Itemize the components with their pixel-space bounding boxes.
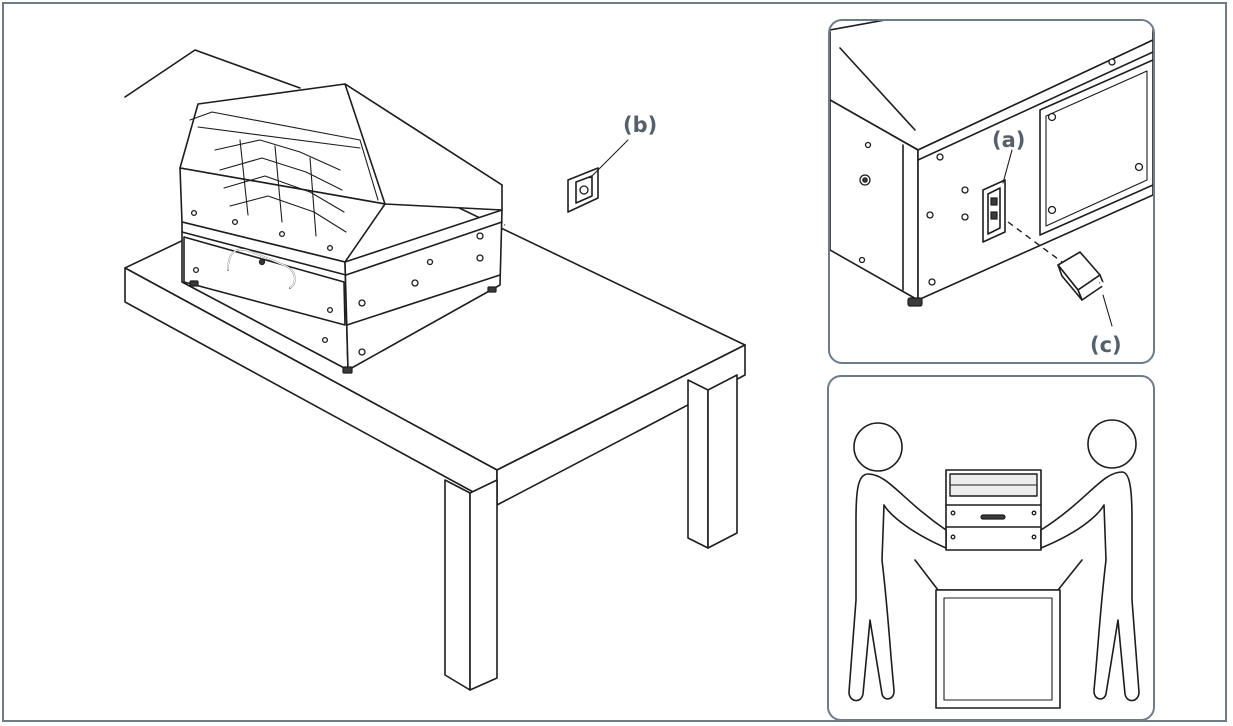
person-right bbox=[1040, 419, 1140, 702]
power-inlet-socket bbox=[982, 179, 1006, 243]
background-table-edge bbox=[124, 49, 301, 98]
power-inlet-detail: (a) (c) bbox=[828, 19, 1155, 364]
main-table-scene: (b) bbox=[124, 49, 746, 691]
machine-drawer bbox=[183, 236, 346, 326]
power-plug bbox=[1057, 251, 1153, 320]
callout-c-leader bbox=[1102, 294, 1113, 327]
lifted-machine bbox=[945, 469, 1042, 551]
callout-b-leader bbox=[589, 139, 629, 179]
machine-interior bbox=[214, 139, 347, 237]
callout-a-label: (a) bbox=[992, 128, 1025, 152]
insertion-path-dashed bbox=[1007, 221, 1063, 263]
callout-a-leader bbox=[1002, 149, 1013, 184]
machine bbox=[179, 83, 503, 374]
callout-b-label: (b) bbox=[623, 113, 657, 137]
person-left bbox=[848, 422, 947, 702]
power-cord: (b) bbox=[504, 113, 657, 247]
two-person-lift bbox=[827, 375, 1155, 721]
machine-side bbox=[344, 209, 503, 371]
packaging-box bbox=[914, 559, 1083, 709]
wall-socket bbox=[567, 167, 599, 213]
callout-c-label: (c) bbox=[1090, 333, 1122, 357]
